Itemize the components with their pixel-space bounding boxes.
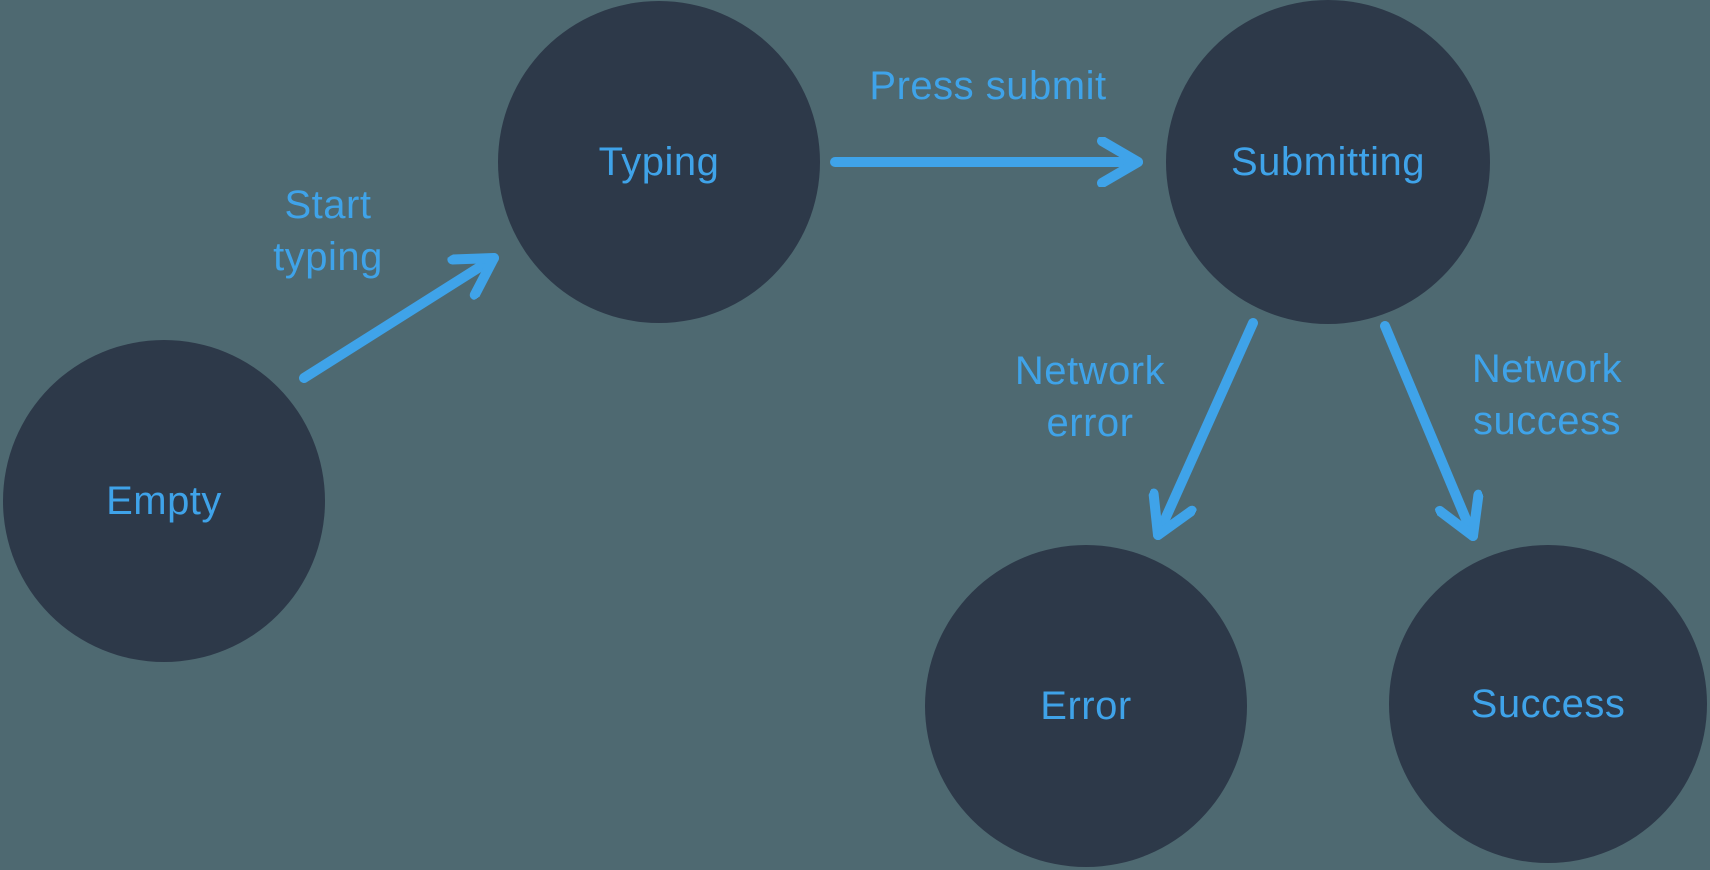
state-node-submitting-label: Submitting <box>1231 139 1425 184</box>
edge-label-network-success: Network success <box>1397 343 1697 447</box>
edge-label-start-typing-line2: typing <box>273 235 383 279</box>
edge-label-network-success-line2: success <box>1473 399 1621 443</box>
edge-arrow-network-error <box>1158 318 1258 535</box>
edge-label-start-typing: Start typing <box>178 179 478 283</box>
edge-arrow-start-typing <box>299 258 494 383</box>
state-node-typing-label: Typing <box>598 139 720 184</box>
edge-label-network-error-line2: error <box>1046 401 1134 445</box>
edge-label-network-error-line1: Network <box>1014 349 1166 393</box>
state-node-success-label: Success <box>1470 681 1626 726</box>
edge-label-start-typing-line1: Start <box>284 183 372 227</box>
edge-arrow-network-success <box>1380 321 1473 536</box>
state-node-empty-label: Empty <box>106 478 222 523</box>
state-node-error: Error <box>925 545 1247 867</box>
state-node-typing: Typing <box>498 1 820 323</box>
state-node-submitting: Submitting <box>1166 0 1490 324</box>
edge-label-network-success-line1: Network <box>1471 347 1623 391</box>
state-node-success: Success <box>1389 545 1707 863</box>
edge-label-network-error: Network error <box>940 345 1240 449</box>
edge-label-press-submit: Press submit <box>788 60 1188 112</box>
state-node-empty: Empty <box>3 340 325 662</box>
edge-label-press-submit-line1: Press submit <box>869 64 1107 108</box>
state-node-error-label: Error <box>1040 683 1132 728</box>
